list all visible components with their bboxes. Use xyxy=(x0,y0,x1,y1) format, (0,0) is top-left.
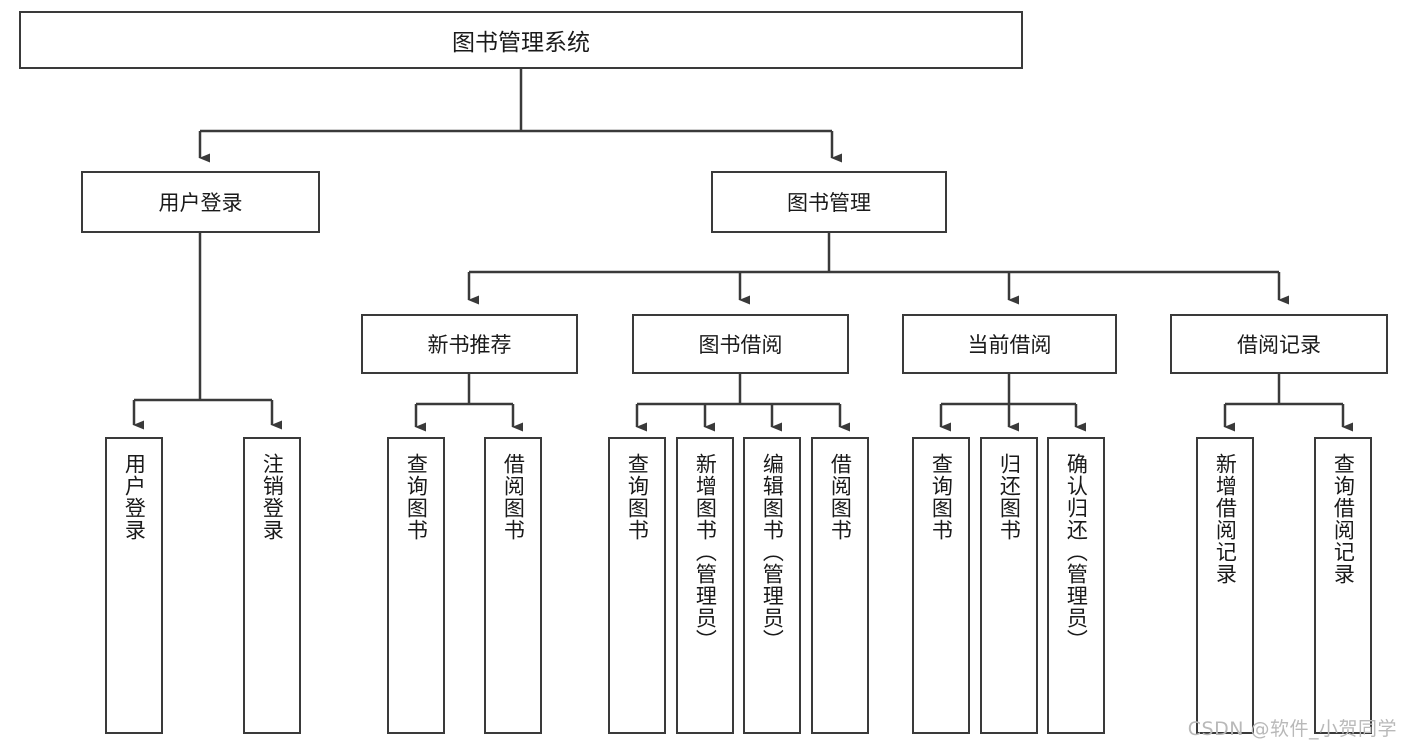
node-root[interactable]: 图书管理系统 xyxy=(19,11,1023,69)
node-new-book-recommend-label: 新书推荐 xyxy=(427,333,512,357)
leaf-borrow-record-add[interactable]: 新增借阅记录 xyxy=(1196,437,1254,734)
leaf-label: 借阅图书 xyxy=(828,453,853,541)
leaf-label: 借阅图书 xyxy=(501,453,526,541)
leaf-label: 编辑图书（管理员） xyxy=(760,453,785,651)
node-user-login-label: 用户登录 xyxy=(158,191,243,215)
node-book-borrow[interactable]: 图书借阅 xyxy=(632,314,849,374)
leaf-book-borrow-add[interactable]: 新增图书（管理员） xyxy=(676,437,734,734)
node-current-borrow-label: 当前借阅 xyxy=(967,333,1052,357)
node-new-book-recommend[interactable]: 新书推荐 xyxy=(361,314,578,374)
node-book-management[interactable]: 图书管理 xyxy=(711,171,947,233)
leaf-book-borrow-borrow[interactable]: 借阅图书 xyxy=(811,437,869,734)
leaf-current-borrow-query[interactable]: 查询图书 xyxy=(912,437,970,734)
node-book-management-label: 图书管理 xyxy=(787,191,871,215)
leaf-label: 查询图书 xyxy=(625,453,650,541)
leaf-book-borrow-query[interactable]: 查询图书 xyxy=(608,437,666,734)
watermark: CSDN @软件_小贺同学 xyxy=(1187,718,1397,740)
leaf-label: 注销登录 xyxy=(260,453,285,541)
leaf-label: 新增图书（管理员） xyxy=(693,453,718,651)
leaf-label: 查询图书 xyxy=(404,453,429,541)
node-borrow-record[interactable]: 借阅记录 xyxy=(1170,314,1388,374)
leaf-book-borrow-edit[interactable]: 编辑图书（管理员） xyxy=(743,437,801,734)
leaf-user-login-logout[interactable]: 注销登录 xyxy=(243,437,301,734)
node-book-borrow-label: 图书借阅 xyxy=(698,333,783,357)
leaf-user-login-login[interactable]: 用户登录 xyxy=(105,437,163,734)
node-root-label: 图书管理系统 xyxy=(452,30,590,56)
leaf-label: 归还图书 xyxy=(997,453,1022,541)
node-borrow-record-label: 借阅记录 xyxy=(1237,333,1321,357)
node-current-borrow[interactable]: 当前借阅 xyxy=(902,314,1117,374)
leaf-label: 新增借阅记录 xyxy=(1213,453,1238,585)
leaf-current-borrow-return[interactable]: 归还图书 xyxy=(980,437,1038,734)
node-user-login[interactable]: 用户登录 xyxy=(81,171,320,233)
leaf-current-borrow-confirm-return[interactable]: 确认归还（管理员） xyxy=(1047,437,1105,734)
leaf-label: 用户登录 xyxy=(122,453,147,541)
leaf-label: 确认归还（管理员） xyxy=(1064,453,1089,651)
leaf-borrow-record-query[interactable]: 查询借阅记录 xyxy=(1314,437,1372,734)
leaf-label: 查询借阅记录 xyxy=(1331,453,1356,585)
leaf-label: 查询图书 xyxy=(929,453,954,541)
leaf-new-book-query[interactable]: 查询图书 xyxy=(387,437,445,734)
leaf-new-book-borrow[interactable]: 借阅图书 xyxy=(484,437,542,734)
